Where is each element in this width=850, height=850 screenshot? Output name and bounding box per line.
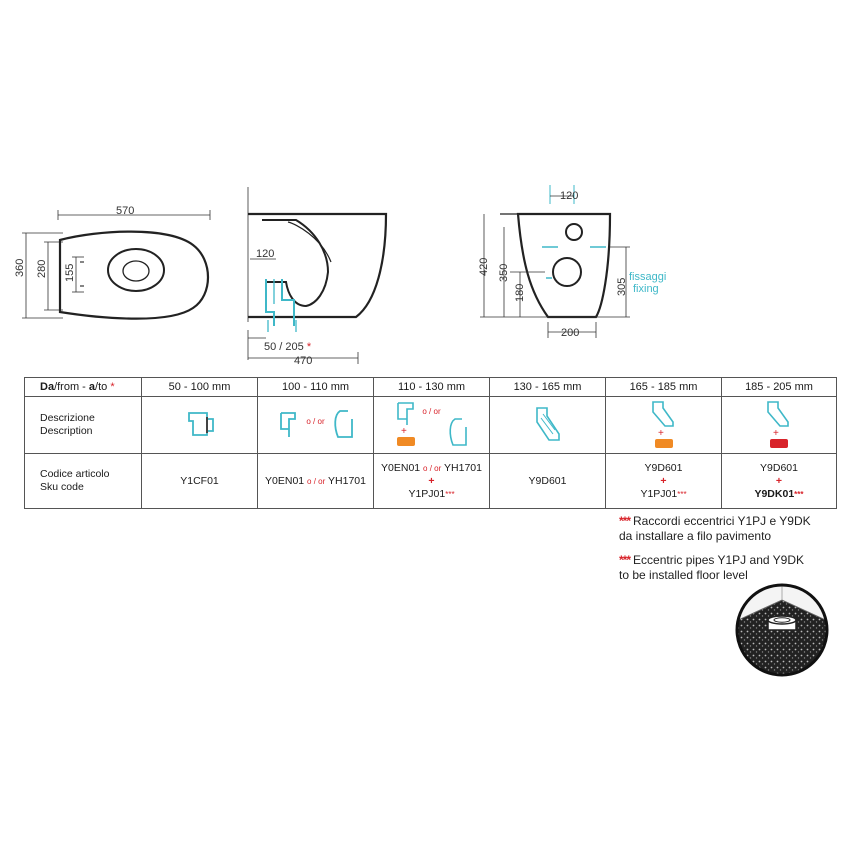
front-fixing-label-en: fixing — [633, 283, 659, 295]
offset-pipe-orange-fitting-icon: + — [651, 400, 674, 448]
svg-text:+: + — [773, 428, 779, 439]
svg-text:+: + — [658, 428, 664, 439]
side-length-label: 470 — [294, 355, 313, 367]
front-view-diagram — [480, 185, 630, 338]
range-header-label: Da/from - a/to * — [24, 377, 142, 397]
sku-cell-2: Y0EN01 o / or YH1701 — [257, 453, 374, 509]
side-outlet-range-value: 50 / 205 — [264, 341, 304, 353]
table-header-row: Da/from - a/to * 50 - 100 mm 100 - 110 m… — [24, 377, 837, 397]
sku-cell-6: Y9D601+Y9DK01*** — [721, 453, 837, 509]
front-height-outlet-label: 180 — [514, 283, 526, 302]
range-header-5: 165 - 185 mm — [605, 377, 722, 397]
sku-cell-4: Y9D601 — [489, 453, 606, 509]
offset-pipe-icon — [535, 406, 560, 441]
description-cell-4 — [489, 396, 606, 454]
range-header-2: 100 - 110 mm — [257, 377, 374, 397]
bend-pipe-icon — [280, 411, 297, 437]
front-hole-spacing-label: 120 — [560, 190, 579, 202]
top-height-outer-label: 360 — [14, 258, 26, 277]
sku-cell-3: Y0EN01 o / or YH1701+Y1PJ01*** — [373, 453, 490, 509]
top-height-inner-label: 280 — [36, 259, 48, 278]
or-text: o / or — [422, 406, 441, 416]
range-header-1: 50 - 100 mm — [141, 377, 258, 397]
offset-pipe-red-fitting-icon: + — [767, 400, 789, 448]
description-cell-1 — [141, 396, 258, 454]
side-pipe-height-label: 120 — [256, 248, 275, 260]
front-height-fixing-label: 305 — [616, 277, 628, 296]
or-text: o / or — [306, 416, 325, 426]
range-header-4: 130 - 165 mm — [489, 377, 606, 397]
bend-pipe-icon: + — [397, 401, 416, 446]
description-cell-5: + — [605, 396, 722, 454]
note-italian: ***Raccordi eccentrici Y1PJ e Y9DK da in… — [619, 514, 811, 543]
sku-cell-5: Y9D601+Y1PJ01*** — [605, 453, 722, 509]
side-outlet-range-label: 50 / 205 * — [264, 341, 311, 353]
range-header-3: 110 - 130 mm — [373, 377, 490, 397]
front-height-bowl-label: 350 — [498, 263, 510, 282]
note-english: ***Eccentric pipes Y1PJ and Y9DK to be i… — [619, 553, 805, 582]
svg-text:+: + — [401, 426, 407, 437]
front-fixing-label-it: fissaggi — [629, 271, 667, 283]
compatibility-table: Da/from - a/to * 50 - 100 mm 100 - 110 m… — [24, 377, 837, 509]
range-header-6: 185 - 205 mm — [721, 377, 837, 397]
top-view-diagram — [22, 210, 211, 320]
top-width-label: 570 — [116, 205, 135, 217]
floor-level-detail-illustration — [735, 583, 829, 677]
side-view-diagram — [247, 187, 388, 364]
description-cell-2: o / or — [257, 396, 374, 454]
curved-pipe-icon — [448, 417, 467, 446]
description-cell-6: + — [721, 396, 837, 454]
top-hole-height-label: 155 — [64, 263, 76, 282]
side-outlet-mark: * — [306, 341, 312, 353]
curved-pipe-icon — [333, 409, 353, 438]
front-base-width-label: 200 — [561, 327, 580, 339]
front-height-total-label: 420 — [478, 257, 490, 276]
description-cell-3: + o / or — [373, 396, 490, 454]
sku-cell-1: Y1CF01 — [141, 453, 258, 509]
straight-pipe-icon — [187, 411, 214, 436]
